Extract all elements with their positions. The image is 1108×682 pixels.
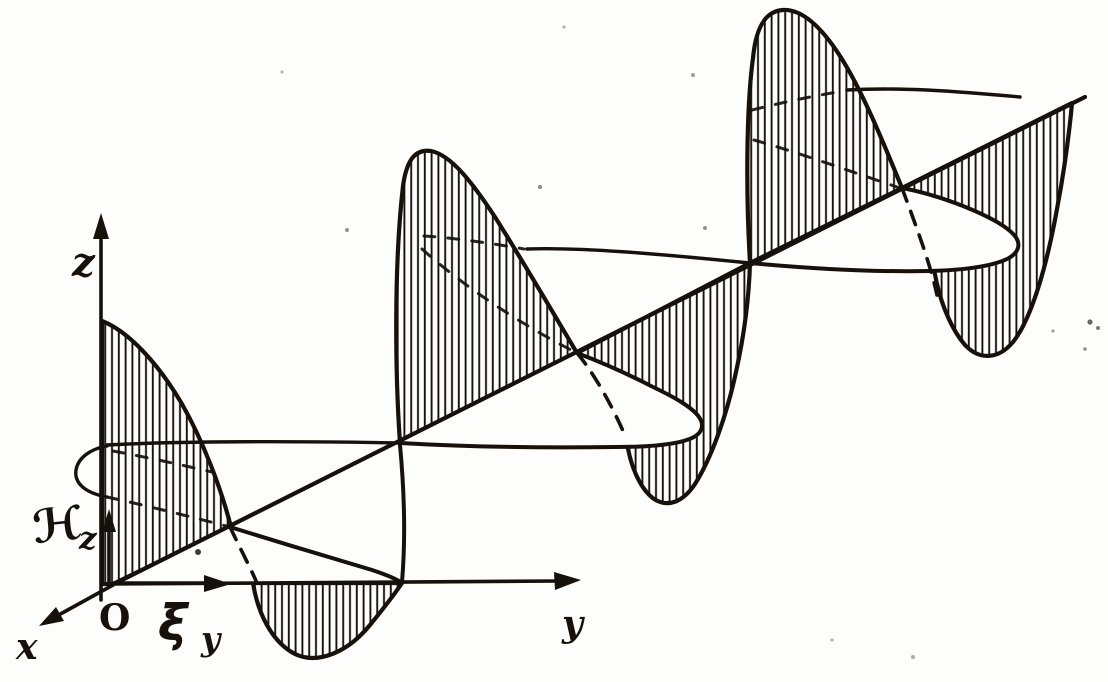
x-axis-line [53,583,115,619]
horizontal-wave-solid-curves [74,87,1022,584]
node-riser [398,443,407,584]
back-leaf-line-1 [105,439,402,447]
x-axis-arrowhead [39,607,64,626]
front-leaf-2-edge [748,186,1021,274]
hidden-back-leaf-3-top [750,89,846,112]
front-leaf-2 [750,188,1019,272]
e-field-vector-arrowhead [204,575,231,592]
hidden-edge-node-2 [575,351,628,440]
labels: z ℋ z O ξ y x y [15,239,585,668]
front-leaf-1-edge [398,351,704,450]
coordinate-axes [39,213,581,626]
down-lobe-1 [250,580,405,660]
hidden-dashed-curves [105,89,939,585]
y-axis-label: y [561,603,585,645]
back-leaf-line-3 [845,87,1022,99]
up-lobe-3 [745,7,905,266]
hidden-back-leaf-2-top [422,234,526,251]
up-lobe-1 [99,318,234,587]
up-lobe-2 [394,148,580,446]
front-leaf-0 [113,527,402,585]
z-axis-arrowhead [93,213,109,239]
back-leaf-line-2 [525,246,752,265]
hidden-back-leaf-1-top [111,449,214,474]
z-axis-label: z [71,239,96,286]
horizontal-wave-leaves [113,186,1021,585]
x-axis-label: x [15,626,38,668]
propagation-axis [109,94,1088,588]
h-field-subscript: z [78,521,98,557]
front-leaf-1 [400,353,702,448]
h-field-label: ℋ [30,495,85,554]
hidden-back-leaf-3-bottom [752,138,902,190]
y-axis-arrowhead [554,572,581,590]
e-field-subscript: y [200,619,223,658]
e-field-label: ξ [158,594,190,652]
hidden-edge-node-a [228,525,259,585]
scan-noise-specks [195,25,1100,659]
origin-label: O [99,597,130,639]
front-leaf-0-edge [228,525,404,585]
back-loop-end [74,444,109,499]
h-field-vector-arrowhead [102,509,116,532]
hidden-edge-node-4 [900,186,939,297]
